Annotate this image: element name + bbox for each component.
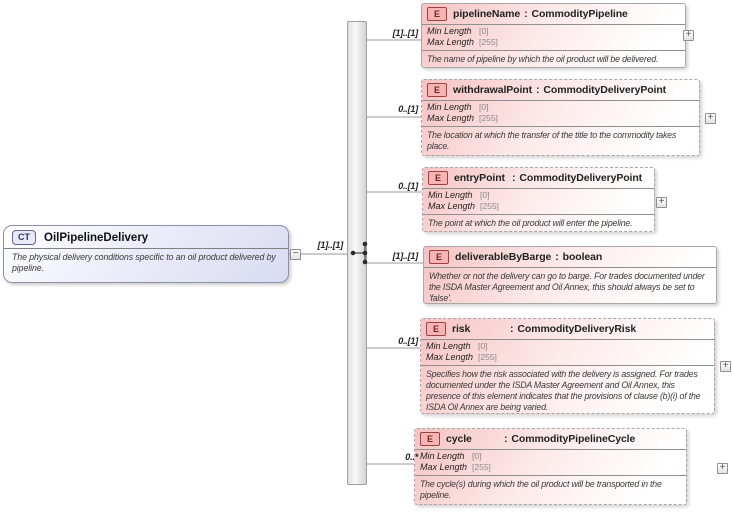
facets: Min Length [0] Max Length [255] — [423, 189, 654, 215]
element-name: pipelineName — [453, 8, 521, 20]
element-type: CommodityDeliveryPoint — [543, 84, 667, 96]
cardinality-label-risk: 0..[1] — [398, 336, 418, 346]
facet-label: Min Length — [420, 451, 465, 461]
element-header: E entryPoint : CommodityDeliveryPoint — [423, 168, 654, 189]
facet-value: [255] — [479, 113, 498, 123]
facet-value: [255] — [472, 462, 491, 472]
expand-button-risk[interactable]: + — [720, 361, 731, 372]
facets: Min Length [0] Max Length [255] — [422, 101, 699, 127]
facet-label: Min Length — [427, 102, 472, 112]
complex-type-description: The physical delivery conditions specifi… — [12, 252, 276, 273]
element-description: The location at which the transfer of th… — [427, 130, 677, 151]
element-badge-icon: E — [428, 171, 448, 185]
element-description: The point at which the oil product will … — [428, 218, 633, 228]
element-description: Whether or not the delivery can go to ba… — [429, 271, 705, 303]
expand-button-pipelineName[interactable]: + — [683, 30, 694, 41]
element-badge-icon: E — [427, 7, 447, 21]
element-box-entryPoint[interactable]: E entryPoint : CommodityDeliveryPoint Mi… — [422, 167, 655, 232]
type-separator: : — [510, 323, 514, 335]
element-badge-icon: E — [429, 250, 449, 264]
cardinality-label-cycle: 0..* — [405, 452, 418, 462]
element-box-risk[interactable]: E risk : CommodityDeliveryRisk Min Lengt… — [420, 318, 715, 414]
element-name: withdrawalPoint — [453, 84, 533, 96]
element-header: E deliverableByBarge : boolean — [424, 247, 716, 268]
complex-type-badge-icon: CT — [12, 230, 36, 245]
complex-type-title: OilPipelineDelivery — [44, 231, 149, 244]
element-type: CommodityPipeline — [531, 8, 628, 20]
element-box-deliverableByBarge[interactable]: E deliverableByBarge : boolean Whether o… — [423, 246, 717, 304]
element-header: E cycle : CommodityPipelineCycle — [415, 429, 686, 450]
expand-button-entryPoint[interactable]: + — [656, 197, 667, 208]
type-separator: : — [512, 172, 516, 184]
element-box-cycle[interactable]: E cycle : CommodityPipelineCycle Min Len… — [414, 428, 687, 505]
type-separator: : — [555, 251, 559, 263]
facet-label: Min Length — [427, 26, 472, 36]
expand-button-cycle[interactable]: + — [717, 463, 728, 474]
element-name: cycle — [446, 433, 472, 445]
facet-value: [255] — [479, 37, 498, 47]
element-name: entryPoint — [454, 172, 505, 184]
facet-label: Max Length — [427, 37, 475, 47]
facet-label: Max Length — [427, 113, 475, 123]
facet-label: Max Length — [420, 462, 468, 472]
element-header: E pipelineName : CommodityPipeline — [422, 4, 685, 25]
element-header: E risk : CommodityDeliveryRisk — [421, 319, 714, 340]
element-description: The cycle(s) during which the oil produc… — [420, 479, 662, 500]
expand-button-withdrawalPoint[interactable]: + — [705, 113, 716, 124]
facet-value: [0] — [472, 451, 482, 461]
facet-label: Max Length — [426, 352, 474, 362]
element-type: CommodityDeliveryPoint — [519, 172, 643, 184]
facet-value: [255] — [480, 201, 499, 211]
element-type: CommodityDeliveryRisk — [517, 323, 637, 335]
cardinality-label-root: [1]..[1] — [317, 240, 344, 250]
cardinality-label-entryPoint: 0..[1] — [398, 181, 418, 191]
type-separator: : — [524, 8, 528, 20]
facets: Min Length [0] Max Length [255] — [422, 25, 685, 51]
sequence-icon[interactable] — [345, 240, 371, 266]
element-box-pipelineName[interactable]: E pipelineName : CommodityPipeline Min L… — [421, 3, 686, 68]
facet-value: [0] — [479, 102, 489, 112]
element-badge-icon: E — [426, 322, 446, 336]
cardinality-label-deliverableByBarge: [1]..[1] — [392, 251, 419, 261]
facet-value: [0] — [480, 190, 490, 200]
cardinality-label-withdrawalPoint: 0..[1] — [398, 104, 418, 114]
complex-type-header: CT OilPipelineDelivery — [4, 226, 288, 249]
element-badge-icon: E — [427, 83, 447, 97]
element-header: E withdrawalPoint : CommodityDeliveryPoi… — [422, 80, 699, 101]
facet-value: [0] — [479, 26, 489, 36]
facet-label: Max Length — [428, 201, 476, 211]
facets: Min Length [0] Max Length [255] — [415, 450, 686, 476]
facet-label: Min Length — [428, 190, 473, 200]
element-description: The name of pipeline by which the oil pr… — [427, 54, 659, 64]
element-box-withdrawalPoint[interactable]: E withdrawalPoint : CommodityDeliveryPoi… — [421, 79, 700, 156]
cardinality-label-pipelineName: [1]..[1] — [392, 28, 419, 38]
complex-type-box-OilPipelineDelivery[interactable]: CT OilPipelineDelivery The physical deli… — [3, 225, 289, 283]
element-name: deliverableByBarge — [455, 251, 552, 263]
element-type: CommodityPipelineCycle — [511, 433, 636, 445]
facet-label: Min Length — [426, 341, 471, 351]
element-name: risk — [452, 323, 471, 335]
facet-value: [255] — [478, 352, 497, 362]
facets: Min Length [0] Max Length [255] — [421, 340, 714, 366]
facet-value: [0] — [478, 341, 488, 351]
element-badge-icon: E — [420, 432, 440, 446]
type-separator: : — [536, 84, 540, 96]
collapse-button-root[interactable]: − — [290, 249, 301, 260]
type-separator: : — [504, 433, 508, 445]
element-type: boolean — [562, 251, 603, 263]
element-description: Specifies how the risk associated with t… — [426, 369, 701, 412]
